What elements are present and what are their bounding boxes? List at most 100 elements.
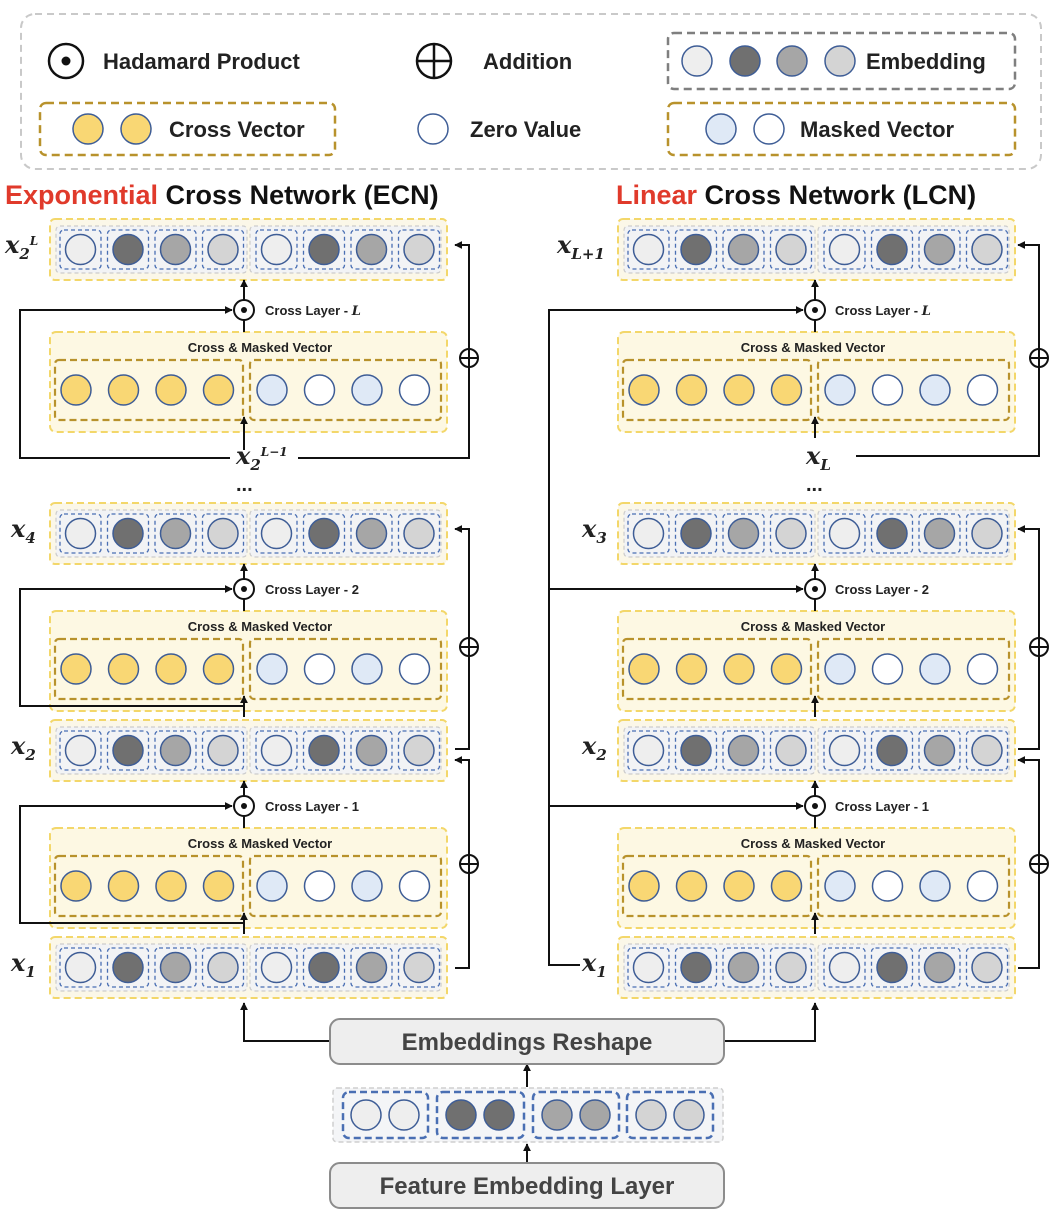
vector-element-circle [207, 734, 239, 767]
vector-element-circle [60, 870, 92, 902]
cross-masked-title: Cross & Masked Vector [188, 340, 333, 355]
hadamard-node [233, 299, 255, 321]
vector-element-circle [355, 734, 388, 767]
vector-element-circle [871, 374, 904, 406]
vector-element-circle [355, 517, 388, 550]
embedding-legend: Embedding [666, 31, 1017, 91]
vector-element-circle [351, 653, 383, 685]
lcn-title: Linear Cross Network (LCN) [616, 180, 976, 210]
vector-element-circle [308, 233, 340, 266]
bottom-section: Embeddings Reshape Feature Embedding Lay… [240, 1002, 819, 1209]
ellipsis: ... [806, 474, 823, 496]
vector-element-circle [107, 870, 140, 902]
ellipsis: ... [236, 474, 253, 496]
vector-element-circle [403, 951, 435, 984]
feature-embedding-layer-label: Feature Embedding Layer [380, 1173, 675, 1200]
vector-element-circle [775, 233, 807, 266]
vector-element-circle [260, 734, 293, 767]
vector-element-circle [207, 233, 239, 266]
label-x-4: x4 [10, 514, 36, 547]
vector-element-circle [919, 374, 951, 406]
cross-layer-L-label: Cross Layer - L [835, 303, 931, 319]
embeddings-reshape-box [329, 1018, 725, 1065]
embedding-circle [635, 1099, 667, 1131]
vector-element-circle [207, 951, 239, 984]
embedding-circle [776, 45, 808, 77]
addition-node [1029, 637, 1049, 657]
vector-element-circle [723, 653, 755, 685]
lcn-connections [548, 241, 1040, 969]
vector-element-circle [971, 734, 1003, 767]
embedding-circle [729, 45, 761, 77]
vector-element-circle [770, 653, 803, 685]
vector-element-circle [303, 374, 336, 406]
hadamard-label: Hadamard Product [103, 49, 300, 74]
hadamard-node [233, 578, 255, 600]
vector-element-circle [303, 870, 336, 902]
cross-layer-1-label: Cross Layer - 1 [835, 799, 929, 814]
vector-element-circle [351, 870, 383, 902]
vector-element-circle [260, 517, 293, 550]
vector-element-circle [60, 374, 92, 406]
label-x-L: xL [805, 441, 831, 474]
hadamard-node [804, 299, 826, 321]
hadamard-node [233, 795, 255, 817]
vector-element-circle [632, 233, 665, 266]
embedding-label: Embedding [866, 49, 986, 74]
vector-element-circle [628, 653, 660, 685]
embedding-circle [824, 45, 856, 77]
zero-value-legend: Zero Value [417, 113, 581, 145]
embedding-circle [445, 1099, 477, 1131]
embedding-circle [579, 1099, 611, 1131]
vector-element-circle [403, 734, 435, 767]
cross-layer-2-label: Cross Layer - 2 [265, 582, 359, 597]
vector-element-circle [159, 517, 192, 550]
vector-element-circle [107, 374, 140, 406]
vector-element-circle [112, 734, 144, 767]
zero-value-label: Zero Value [470, 117, 581, 142]
vector-element-circle [828, 233, 861, 266]
vector-element-circle [876, 951, 908, 984]
vector-element-circle [871, 870, 904, 902]
vector-x-2 [617, 719, 1016, 782]
vector-element-circle [971, 951, 1003, 984]
vector-x-1 [617, 936, 1016, 999]
vector-element-circle [770, 870, 803, 902]
vector-element-circle [923, 517, 956, 550]
vector-element-circle [628, 870, 660, 902]
vector-element-circle [256, 870, 288, 902]
vector-element-circle [256, 374, 288, 406]
ecn-connections [19, 241, 470, 969]
vector-element-circle [966, 653, 999, 685]
vector-element-circle [923, 734, 956, 767]
cross-masked-block-2 [617, 610, 1016, 712]
lcn-title-highlight: Linear [616, 180, 698, 210]
vector-element-circle [632, 517, 665, 550]
vector-element-circle [112, 951, 144, 984]
legend: Hadamard Product Addition Embedding Cros… [20, 13, 1042, 170]
label-x-2L: x2L [4, 230, 38, 263]
vector-element-circle [398, 870, 431, 902]
vector-element-circle [155, 870, 187, 902]
vector-element-circle [824, 870, 856, 902]
vector-element-circle [971, 233, 1003, 266]
cross-layer-1-label: Cross Layer - 1 [265, 799, 359, 814]
vector-element-circle [202, 870, 235, 902]
vector-element-circle [64, 233, 97, 266]
embedding-circle [681, 45, 713, 77]
masked-vector-circle [705, 113, 737, 145]
ecn-title: Exponential Cross Network (ECN) [5, 180, 439, 210]
legend-border [20, 13, 1042, 170]
vector-element-circle [403, 517, 435, 550]
vector-element-circle [403, 233, 435, 266]
vector-element-circle [628, 374, 660, 406]
vector-x-L1 [617, 218, 1016, 281]
label-x-1: x1 [10, 948, 36, 981]
addition-legend: Addition [415, 42, 572, 80]
vector-element-circle [723, 374, 755, 406]
vector-element-circle [727, 233, 760, 266]
vector-element-circle [675, 870, 708, 902]
vector-element-circle [303, 653, 336, 685]
feature-embedding-layer-box [329, 1162, 725, 1209]
